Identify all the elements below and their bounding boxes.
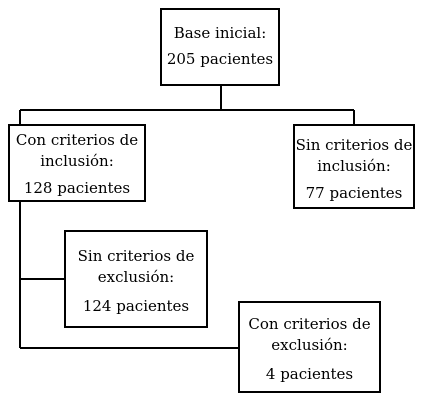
node-con-inclusion-line2: inclusión: xyxy=(40,152,114,170)
node-con-inclusion-count: 128 pacientes xyxy=(23,179,131,197)
node-base-count: 205 pacientes xyxy=(166,50,274,68)
node-sin-criterios-exclusion: Sin criterios de exclusión: 124 paciente… xyxy=(64,230,208,328)
node-base-title: Base inicial: xyxy=(173,24,267,42)
node-con-exclusion-line1: Con criterios de xyxy=(248,315,371,333)
node-sin-inclusion-line2: inclusión: xyxy=(317,157,391,175)
node-sin-exclusion-count: 124 pacientes xyxy=(82,297,190,315)
node-con-criterios-inclusion: Con criterios de inclusión: 128 paciente… xyxy=(8,124,146,202)
node-base-inicial: Base inicial: 205 pacientes xyxy=(160,8,280,86)
node-sin-criterios-inclusion: Sin criterios de inclusión: 77 pacientes xyxy=(293,124,415,209)
node-sin-inclusion-count: 77 pacientes xyxy=(305,184,403,202)
node-con-exclusion-line2: exclusión: xyxy=(271,336,348,354)
node-sin-exclusion-line1: Sin criterios de xyxy=(77,247,195,265)
node-con-criterios-exclusion: Con criterios de exclusión: 4 pacientes xyxy=(238,301,381,393)
node-sin-exclusion-line2: exclusión: xyxy=(97,268,175,286)
node-con-inclusion-line1: Con criterios de xyxy=(15,131,139,149)
node-con-exclusion-count: 4 pacientes xyxy=(265,365,354,383)
node-sin-inclusion-line1: Sin criterios de xyxy=(295,136,413,154)
